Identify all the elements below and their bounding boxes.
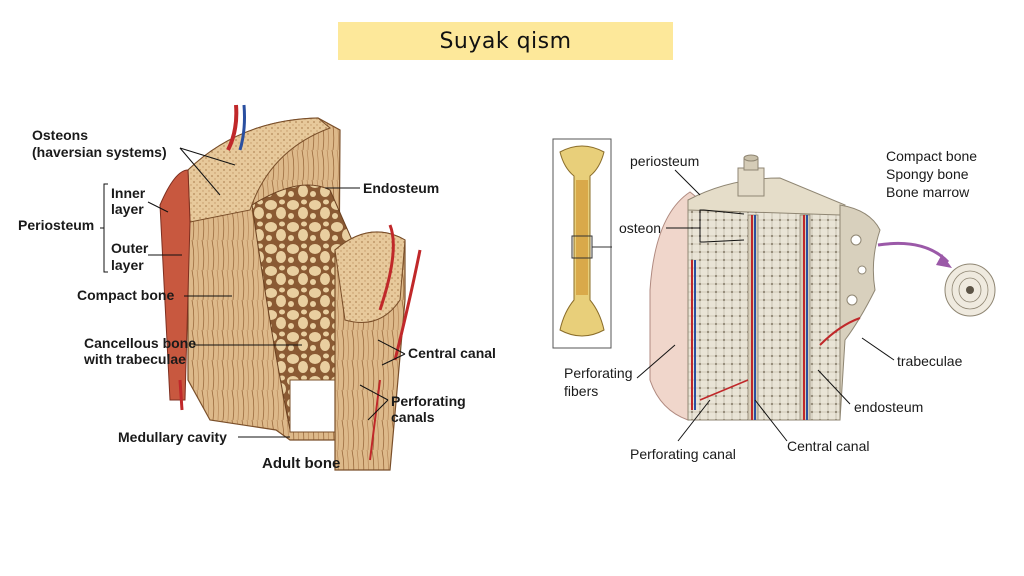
label-central-canal-right: Central canal [787, 438, 870, 454]
label-compact-bone: Compact bone [77, 287, 174, 303]
label-inner-layer-2: layer [111, 201, 144, 217]
label-endosteum-right: endosteum [854, 399, 923, 415]
label-bone-marrow: Bone marrow [886, 184, 970, 200]
label-outer-layer-2: layer [111, 257, 144, 273]
label-periosteum: Periosteum [18, 217, 94, 233]
label-cancellous-bone: Cancellous bone [84, 335, 196, 351]
label-central-canal-left: Central canal [408, 345, 496, 361]
label-trabeculae: trabeculae [897, 353, 963, 369]
label-osteon: osteon [619, 220, 661, 236]
label-periosteum-right: periosteum [630, 153, 699, 169]
label-medullary-cavity: Medullary cavity [118, 429, 227, 445]
long-bone-inset [553, 139, 612, 348]
label-perforating-fibers-2: fibers [564, 383, 598, 399]
zoom-arrow [878, 243, 948, 262]
label-adult-bone-caption: Adult bone [262, 455, 340, 472]
label-outer-layer-1: Outer [111, 240, 149, 256]
label-perforating-canals-2: canals [391, 409, 435, 425]
label-perforating-canals-1: Perforating [391, 393, 466, 409]
label-trabeculae-left: with trabeculae [83, 351, 186, 367]
label-inner-layer-1: Inner [111, 185, 146, 201]
label-osteons: Osteons [32, 127, 88, 143]
label-spongy-bone: Spongy bone [886, 166, 969, 182]
osteon-cross-section [945, 264, 995, 316]
label-endosteum-left: Endosteum [363, 180, 439, 196]
arrow-head-icon [936, 254, 952, 268]
right-bone-illustration [650, 155, 880, 420]
label-haversian: (haversian systems) [32, 144, 167, 160]
label-compact-bone-right: Compact bone [886, 148, 977, 164]
left-bone-illustration [160, 105, 420, 470]
label-perforating-fibers-1: Perforating [564, 365, 632, 381]
label-perforating-canal: Perforating canal [630, 446, 736, 462]
